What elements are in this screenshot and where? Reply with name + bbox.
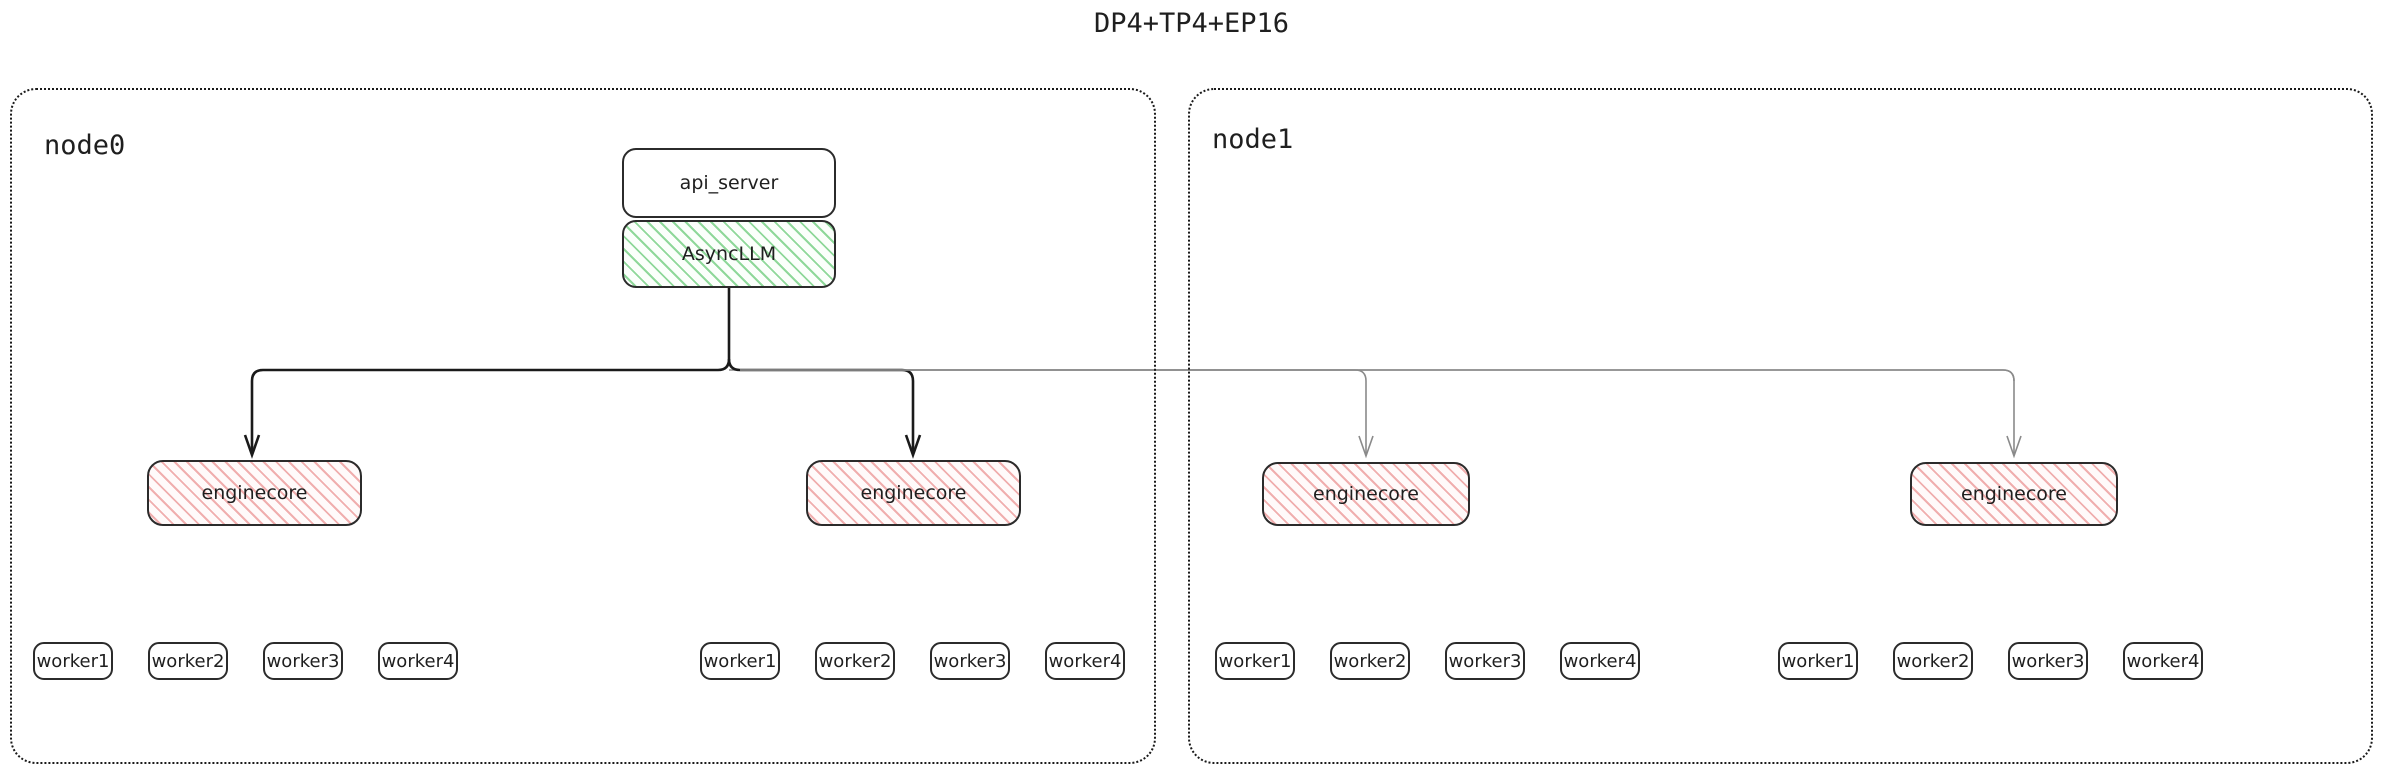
worker-box-node1-1-0[interactable]: worker1 bbox=[1778, 642, 1858, 680]
enginecore-label: enginecore bbox=[860, 482, 967, 504]
worker-label: worker2 bbox=[151, 650, 225, 672]
worker-box-node1-1-1[interactable]: worker2 bbox=[1893, 642, 1973, 680]
enginecore-box-node0-1[interactable]: enginecore bbox=[806, 460, 1021, 526]
worker-box-node1-1-2[interactable]: worker3 bbox=[2008, 642, 2088, 680]
api-server-box-node0[interactable]: api_server bbox=[622, 148, 836, 218]
worker-label: worker4 bbox=[381, 650, 455, 672]
node-label-node1: node1 bbox=[1212, 124, 1294, 155]
enginecore-label: enginecore bbox=[1961, 483, 2067, 505]
worker-box-node0-1-1[interactable]: worker2 bbox=[815, 642, 895, 680]
diagram-title: DP4+TP4+EP16 bbox=[1093, 8, 1290, 39]
enginecore-box-node0-0[interactable]: enginecore bbox=[147, 460, 362, 526]
worker-box-node0-1-0[interactable]: worker1 bbox=[700, 642, 780, 680]
enginecore-box-node1-1[interactable]: enginecore bbox=[1910, 462, 2118, 526]
node-label-node0: node0 bbox=[44, 130, 126, 161]
enginecore-label: enginecore bbox=[201, 482, 308, 504]
worker-label: worker1 bbox=[1218, 650, 1292, 672]
worker-box-node1-1-3[interactable]: worker4 bbox=[2123, 642, 2203, 680]
worker-label: worker2 bbox=[1333, 650, 1407, 672]
worker-label: worker1 bbox=[1781, 650, 1855, 672]
worker-box-node0-0-2[interactable]: worker3 bbox=[263, 642, 343, 680]
worker-label: worker3 bbox=[266, 650, 340, 672]
worker-box-node0-1-3[interactable]: worker4 bbox=[1045, 642, 1125, 680]
worker-box-node0-0-0[interactable]: worker1 bbox=[33, 642, 113, 680]
worker-label: worker1 bbox=[36, 650, 110, 672]
worker-box-node1-0-2[interactable]: worker3 bbox=[1445, 642, 1525, 680]
worker-label: worker3 bbox=[1448, 650, 1522, 672]
worker-box-node0-1-2[interactable]: worker3 bbox=[930, 642, 1010, 680]
worker-label: worker1 bbox=[703, 650, 777, 672]
worker-box-node1-0-3[interactable]: worker4 bbox=[1560, 642, 1640, 680]
enginecore-box-node1-0[interactable]: enginecore bbox=[1262, 462, 1470, 526]
asyncllm-box-node0[interactable]: AsyncLLM bbox=[622, 220, 836, 288]
worker-box-node0-0-1[interactable]: worker2 bbox=[148, 642, 228, 680]
worker-label: worker2 bbox=[818, 650, 892, 672]
worker-box-node1-0-0[interactable]: worker1 bbox=[1215, 642, 1295, 680]
worker-label: worker3 bbox=[2011, 650, 2085, 672]
worker-label: worker2 bbox=[1896, 650, 1970, 672]
node-container-node1 bbox=[1188, 88, 2373, 764]
worker-label: worker3 bbox=[933, 650, 1007, 672]
worker-box-node0-0-3[interactable]: worker4 bbox=[378, 642, 458, 680]
worker-label: worker4 bbox=[1048, 650, 1122, 672]
enginecore-label: enginecore bbox=[1313, 483, 1419, 505]
api-server-label: api_server bbox=[679, 172, 779, 194]
node-container-node0 bbox=[10, 88, 1156, 764]
worker-label: worker4 bbox=[1563, 650, 1637, 672]
worker-box-node1-0-1[interactable]: worker2 bbox=[1330, 642, 1410, 680]
worker-label: worker4 bbox=[2126, 650, 2200, 672]
asyncllm-label: AsyncLLM bbox=[681, 243, 777, 265]
